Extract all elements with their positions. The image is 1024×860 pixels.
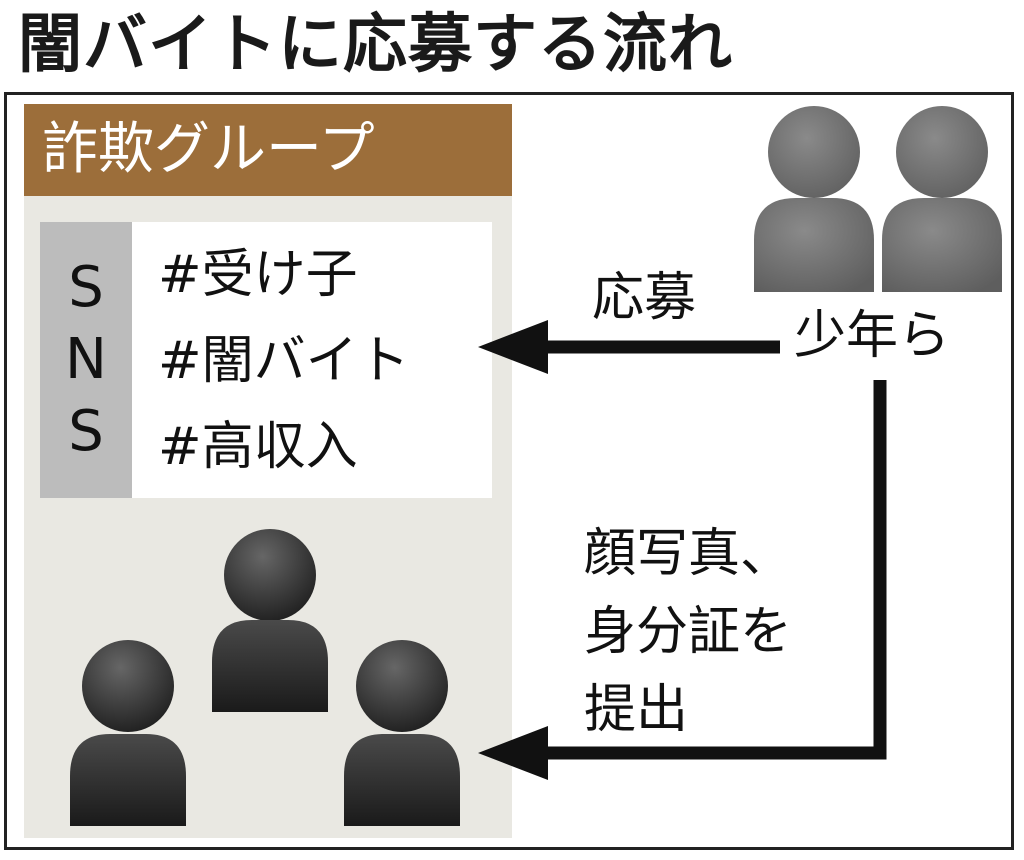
hashtag-receiver: #受け子: [158, 245, 358, 305]
sns-card: S N S #受け子 #闇バイト #高収入: [40, 222, 492, 498]
scammer-person-icon: [212, 529, 328, 712]
youth-person-icon: [882, 106, 1002, 292]
hashtag-dark-job: #闇バイト: [158, 331, 410, 391]
submit-label-line: 提出: [584, 680, 689, 740]
submit-arrow: [478, 380, 887, 780]
apply-label: 応募: [592, 268, 697, 328]
page-title: 闇バイトに応募する流れ: [18, 8, 733, 82]
scammer-person-icon: [344, 640, 460, 826]
submit-label-line: 身分証を: [584, 602, 793, 662]
sns-letter: N: [65, 327, 107, 392]
scammer-person-icon: [70, 640, 186, 826]
sns-letter: S: [68, 399, 104, 464]
scam-group-header: 詐欺グループ: [24, 104, 512, 196]
hashtag-high-income: #高収入: [158, 417, 358, 477]
youths-label: 少年ら: [794, 306, 951, 366]
sns-letter: S: [68, 255, 104, 320]
apply-arrow: [478, 320, 780, 374]
youth-person-icon: [754, 106, 874, 292]
sns-strip: S N S: [40, 222, 132, 498]
submit-label-line: 顔写真、: [584, 524, 793, 584]
